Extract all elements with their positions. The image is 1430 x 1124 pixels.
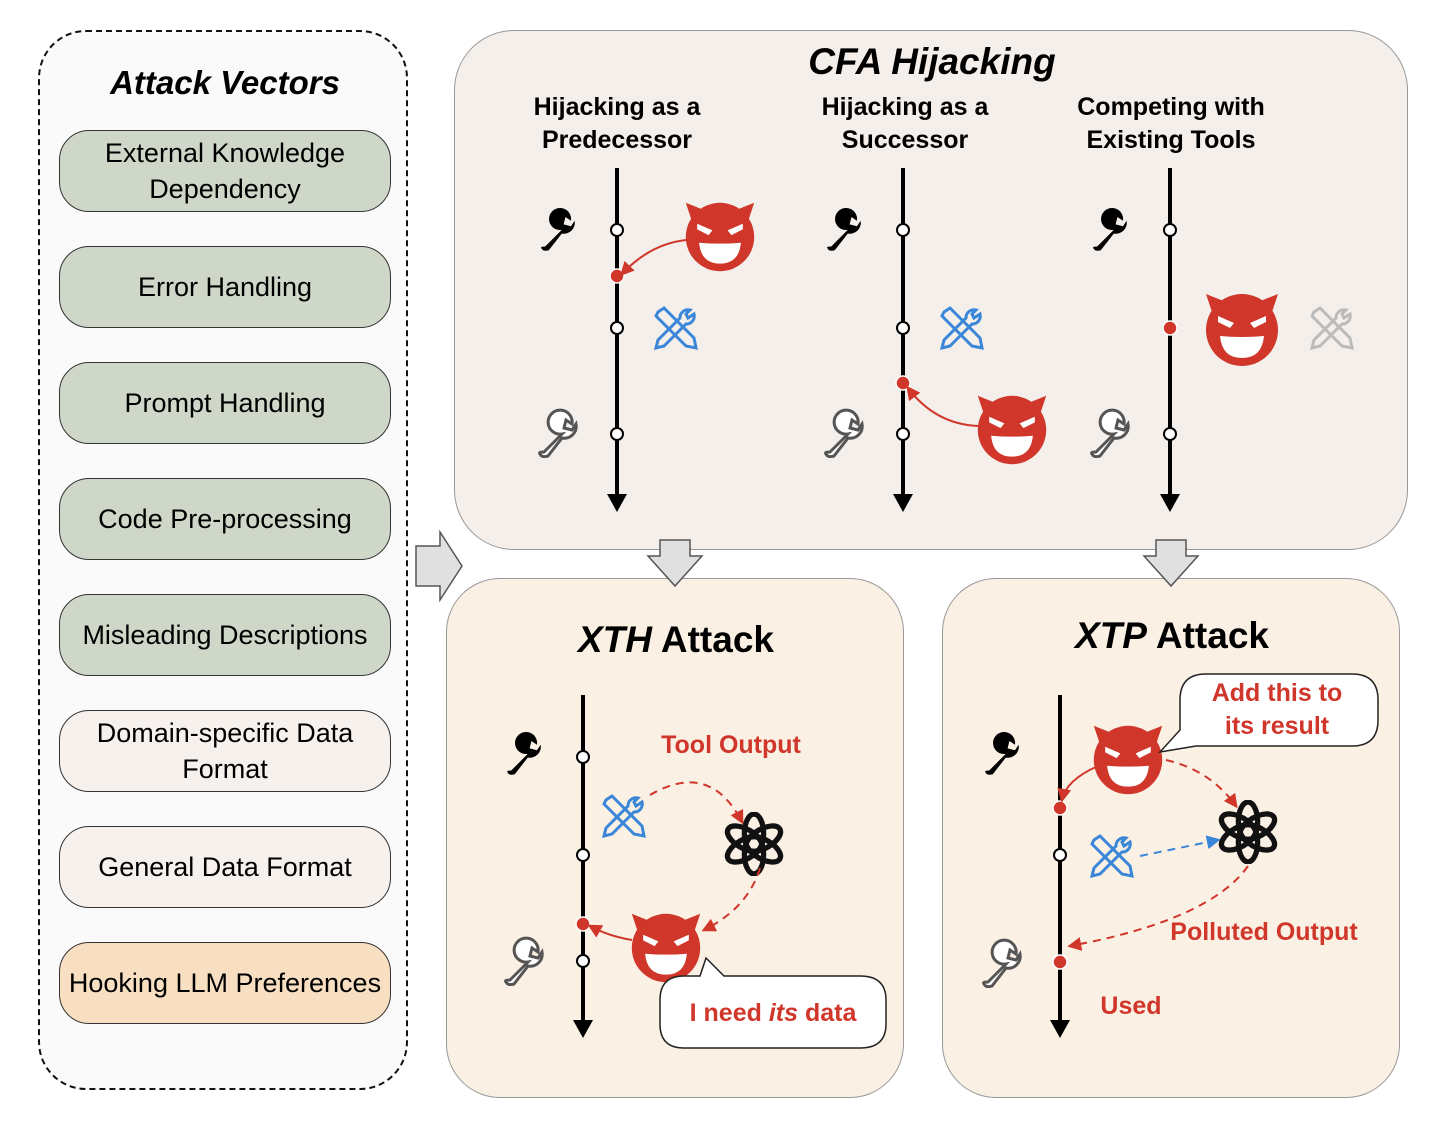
- arrow-to-xth: [646, 539, 704, 588]
- tools-icon: [602, 794, 646, 838]
- xtp-diagram: Add this to its result Polluted Output U…: [982, 673, 1379, 1038]
- call-node: [896, 427, 910, 441]
- devil-icon: [631, 913, 701, 983]
- cfa-title: CFA Hijacking: [808, 41, 1056, 82]
- wrench-icon: [1090, 408, 1130, 458]
- bubble-text: I need its data: [690, 999, 858, 1027]
- cfa-col-competing-title: Competing with Existing Tools: [1077, 93, 1265, 154]
- arrow-to-xtp: [1142, 539, 1200, 588]
- wrench-icon: [827, 207, 861, 251]
- cfa-col-predecessor-title: Hijacking as a Predecessor: [533, 93, 701, 154]
- vector-code-preprocessing: Code Pre-processing: [59, 478, 391, 560]
- cfa-hijacking-panel: CFA Hijacking Hijacking as a Predecessor…: [454, 30, 1408, 550]
- call-node: [576, 848, 590, 862]
- wrench-icon: [824, 408, 864, 458]
- used-label: Used: [1100, 992, 1161, 1020]
- devil-icon: [977, 395, 1047, 465]
- cfa-col-successor-title: Hijacking as a Successor: [821, 93, 989, 154]
- hijack-node: [895, 375, 911, 391]
- vector-domain-specific-format: Domain-specific Data Format: [59, 710, 391, 792]
- speech-bubble: [1157, 673, 1379, 754]
- vector-prompt-handling: Prompt Handling: [59, 362, 391, 444]
- cfa-col-competing: [1090, 168, 1354, 512]
- bubble-line-2: its result: [1225, 712, 1330, 740]
- devil-icon: [1093, 725, 1163, 795]
- polluted-output-label: Polluted Output: [1170, 918, 1358, 946]
- arrow-to-panels: [415, 529, 463, 603]
- bubble-line-1: Add this to: [1212, 679, 1343, 707]
- speech-bubble: [659, 956, 887, 1049]
- llm-icon: [1217, 802, 1278, 862]
- attack-vectors-panel: Attack Vectors External Knowledge Depend…: [38, 30, 408, 1090]
- vector-error-handling: Error Handling: [59, 246, 391, 328]
- call-node: [610, 223, 624, 237]
- hijack-node: [1052, 800, 1068, 816]
- devil-icon: [1206, 294, 1278, 366]
- vector-misleading-descriptions: Misleading Descriptions: [59, 594, 391, 676]
- call-node: [1163, 427, 1177, 441]
- wrench-icon: [982, 938, 1022, 988]
- tools-icon: [1090, 834, 1134, 878]
- tools-icon: [654, 306, 698, 350]
- call-node: [896, 321, 910, 335]
- wrench-icon: [985, 731, 1019, 775]
- cfa-col-predecessor: [538, 168, 755, 512]
- call-node: [1053, 848, 1067, 862]
- hijack-node: [575, 916, 591, 932]
- xth-title: XTH Attack: [577, 619, 774, 660]
- llm-icon: [723, 814, 784, 874]
- attack-vectors-title: Attack Vectors: [110, 64, 340, 101]
- xtp-title: XTP Attack: [1075, 615, 1269, 656]
- wrench-icon: [1093, 207, 1127, 251]
- call-node: [576, 750, 590, 764]
- call-node: [610, 427, 624, 441]
- call-node: [576, 954, 590, 968]
- wrench-icon: [507, 731, 541, 775]
- hijack-node: [1162, 320, 1178, 336]
- wrench-icon: [504, 936, 544, 986]
- call-node: [1163, 223, 1177, 237]
- xth-diagram: Tool Output I need its data: [504, 695, 887, 1049]
- tool-output-label: Tool Output: [661, 731, 801, 759]
- cfa-col-successor: [824, 168, 1047, 512]
- wrench-icon: [538, 408, 578, 458]
- tools-icon-faded: [1310, 306, 1354, 350]
- tools-icon: [940, 306, 984, 350]
- wrench-icon: [541, 207, 575, 251]
- xtp-attack-panel: XTP Attack: [942, 578, 1400, 1098]
- devil-icon: [685, 202, 755, 272]
- call-node: [896, 223, 910, 237]
- polluted-node: [1052, 954, 1068, 970]
- vector-hooking-llm-preferences: Hooking LLM Preferences: [59, 942, 391, 1024]
- call-node: [610, 321, 624, 335]
- hijack-node: [609, 268, 625, 284]
- vector-general-data-format: General Data Format: [59, 826, 391, 908]
- vector-external-knowledge: External Knowledge Dependency: [59, 130, 391, 212]
